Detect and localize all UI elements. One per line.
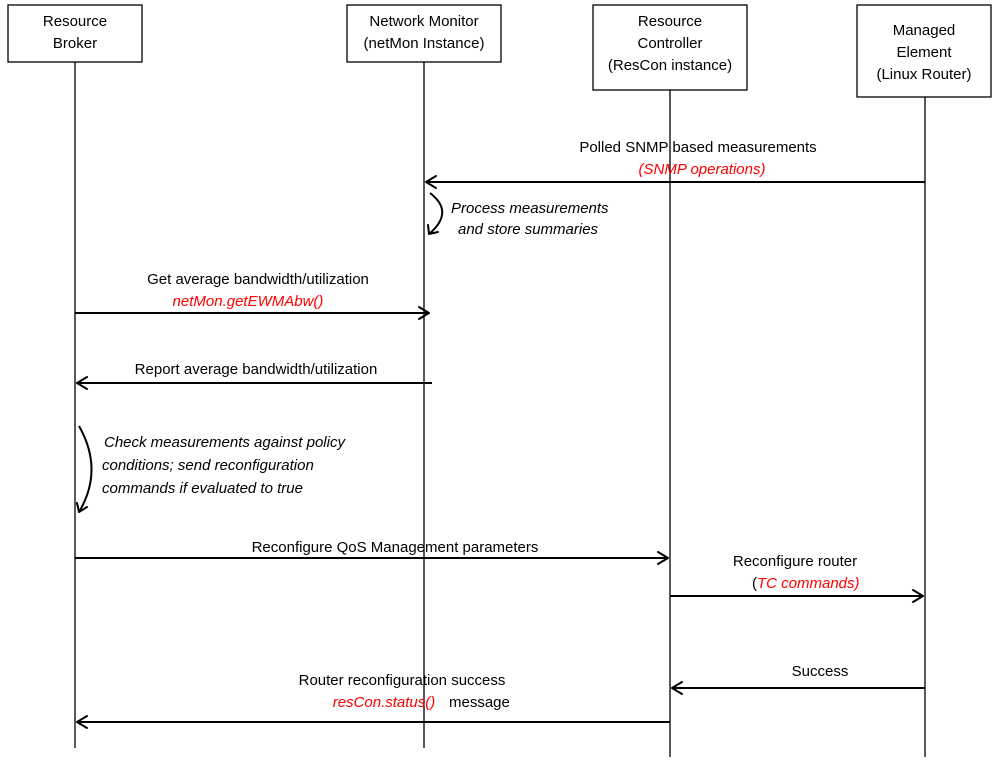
actor-network-monitor: Network Monitor (netMon Instance) [346, 4, 502, 63]
actor-box [592, 4, 748, 91]
actor-label: Resource [638, 13, 702, 30]
message-success: Success [671, 663, 925, 695]
call-text: TC commands) [757, 575, 860, 592]
message-label: Report average bandwidth/utilization [135, 361, 378, 378]
arrowhead [76, 502, 88, 513]
message-label: Get average bandwidth/utilization [147, 271, 369, 288]
arrowhead [657, 551, 669, 565]
message-label: Router reconfiguration success [299, 672, 506, 689]
note-line: and store summaries [458, 221, 599, 238]
message-get-average-bandwidth: Get average bandwidth/utilization netMon… [75, 271, 430, 320]
actor-resource-controller: Resource Controller (ResCon instance) [592, 4, 748, 91]
arrowhead [418, 306, 430, 320]
actor-label: Network Monitor [369, 13, 478, 30]
message-process-measurements: Process measurements and store summaries [427, 192, 609, 238]
message-label: Success [792, 663, 849, 680]
arrowhead [912, 589, 924, 603]
actor-label: Broker [53, 35, 97, 52]
message-reconfigure-qos: Reconfigure QoS Management parameters [75, 539, 669, 565]
message-call: resCon.status() [333, 694, 436, 711]
actor-label: Managed [893, 22, 956, 39]
message-call: (TC commands) [752, 575, 860, 592]
message-call: netMon.getEWMAbw() [173, 293, 324, 310]
message-label: Polled SNMP based measurements [579, 139, 816, 156]
arrowhead [427, 224, 439, 235]
actor-label: Element [896, 44, 952, 61]
message-check-measurements: Check measurements against policy condit… [76, 425, 346, 513]
note-line: commands if evaluated to true [102, 480, 303, 497]
self-arrow [78, 425, 93, 513]
message-polled-snmp: Polled SNMP based measurements (SNMP ope… [425, 139, 925, 189]
actor-label: (ResCon instance) [608, 57, 732, 74]
actor-managed-element: Managed Element (Linux Router) [856, 4, 992, 98]
message-call: (SNMP operations) [639, 161, 766, 178]
actor-box [856, 4, 992, 98]
note-line: Process measurements [451, 200, 609, 217]
self-arrow [428, 192, 444, 235]
arrowhead [76, 376, 88, 390]
note-line: Check measurements against policy [104, 434, 346, 451]
message-label: Reconfigure router [733, 553, 857, 570]
arrowhead [76, 715, 88, 729]
actor-box [7, 4, 143, 63]
message-reconfigure-router: Reconfigure router (TC commands) [670, 553, 924, 603]
message-label: Reconfigure QoS Management parameters [252, 539, 539, 556]
message-router-reconfiguration-success: Router reconfiguration success resCon.st… [76, 672, 670, 729]
note-line: conditions; send reconfiguration [102, 457, 314, 474]
actor-resource-broker: Resource Broker [7, 4, 143, 63]
call-paren: ( [752, 575, 757, 592]
actor-label: Controller [637, 35, 702, 52]
message-suffix: message [449, 694, 510, 711]
actor-label: (netMon Instance) [364, 35, 485, 52]
arrowhead [425, 175, 437, 189]
arrowhead [671, 681, 683, 695]
message-report-average-bandwidth: Report average bandwidth/utilization [76, 361, 432, 390]
actor-label: Resource [43, 13, 107, 30]
actor-box [346, 4, 502, 63]
actor-label: (Linux Router) [876, 66, 971, 83]
